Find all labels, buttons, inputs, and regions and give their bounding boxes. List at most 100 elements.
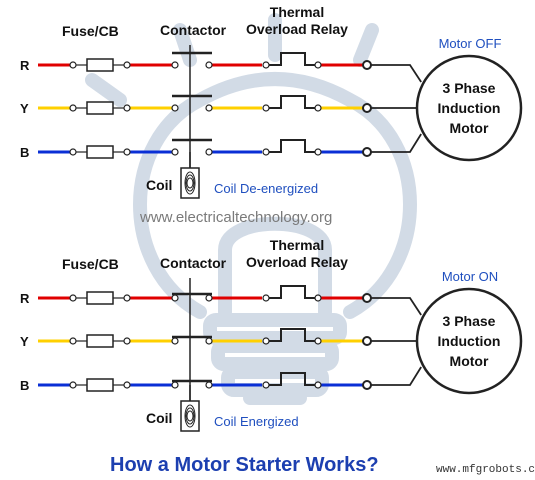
terminal-dot — [314, 61, 322, 69]
coil-winding — [184, 171, 196, 195]
terminal-dot — [205, 337, 213, 345]
terminal-dot — [171, 381, 179, 389]
thermal-header-line1: Thermal — [270, 4, 324, 20]
coil-icon — [180, 400, 200, 432]
motor-lead — [371, 297, 422, 316]
phase-label: B — [20, 145, 29, 160]
phase-label: R — [20, 291, 30, 306]
fuse-icon — [86, 58, 114, 72]
thermal-header-line2: Overload Relay — [246, 254, 348, 270]
coil-winding — [184, 404, 196, 428]
terminal-dot — [69, 148, 77, 156]
phase-label: Y — [20, 101, 29, 116]
thermal-relay-icon — [269, 52, 317, 66]
terminal-dot — [171, 337, 179, 345]
terminal-dot — [123, 337, 131, 345]
source-credit: www.mfgrobots.com — [436, 464, 535, 476]
terminal-dot — [205, 381, 213, 389]
coil-icon — [180, 167, 200, 199]
coil-label: Coil — [146, 177, 172, 193]
terminal-dot — [171, 61, 179, 69]
terminal-dot — [314, 148, 322, 156]
terminal-dot — [69, 61, 77, 69]
terminal-dot — [69, 294, 77, 302]
motor-status-label: Motor OFF — [439, 36, 502, 51]
terminal-dot — [314, 294, 322, 302]
fuse-icon — [86, 378, 114, 392]
terminal-dot — [205, 294, 213, 302]
terminal-dot — [69, 337, 77, 345]
coil-body — [180, 167, 200, 199]
terminal-dot — [262, 148, 270, 156]
terminal-dot — [262, 294, 270, 302]
motor-icon — [415, 54, 523, 162]
terminal-dot — [123, 61, 131, 69]
motor-text-line2: Induction — [438, 333, 501, 349]
motor-terminal — [362, 103, 372, 113]
motor-text-line3: Motor — [450, 353, 489, 369]
terminal-dot — [123, 381, 131, 389]
phase-row-b: B — [20, 366, 422, 393]
coil-winding — [186, 410, 194, 422]
terminal-dot — [171, 294, 179, 302]
fuse-icon — [86, 145, 114, 159]
thermal-header-line2: Overload Relay — [246, 21, 348, 37]
phase-label: B — [20, 378, 29, 393]
motor-text-line3: Motor — [450, 120, 489, 136]
motor-status-label: Motor ON — [442, 269, 498, 284]
phase-row-r: R — [20, 51, 422, 83]
fuse-icon — [86, 101, 114, 115]
contactor-header: Contactor — [160, 255, 227, 271]
coil-winding — [185, 174, 195, 192]
phase-row-b: B — [20, 133, 422, 160]
motor-terminal — [362, 60, 372, 70]
terminal-dot — [123, 294, 131, 302]
phase-label: Y — [20, 334, 29, 349]
terminal-dot — [262, 104, 270, 112]
fuse-header: Fuse/CB — [62, 256, 119, 272]
coil-status-label: Coil De-energized — [214, 181, 318, 196]
motor-icon — [415, 287, 523, 395]
terminal-dot — [171, 148, 179, 156]
thermal-relay-icon — [269, 95, 317, 109]
motor-terminal — [362, 147, 372, 157]
motor-lead — [371, 133, 422, 153]
terminal-dot — [314, 337, 322, 345]
motor-terminal — [362, 336, 372, 346]
watermark-url: www.electricaltechnology.org — [139, 209, 332, 226]
terminal-dot — [123, 148, 131, 156]
terminal-dot — [314, 381, 322, 389]
thermal-relay-icon — [269, 285, 317, 299]
motor-text-line2: Induction — [438, 100, 501, 116]
terminal-dot — [205, 148, 213, 156]
coil-label: Coil — [146, 410, 172, 426]
thermal-header-line1: Thermal — [270, 237, 324, 253]
fuse-icon — [86, 334, 114, 348]
motor-lead — [371, 64, 422, 83]
coil-winding — [185, 407, 195, 425]
phase-row-r: R — [20, 285, 422, 316]
phase-row-y: Y — [20, 94, 422, 116]
motor-terminal — [362, 380, 372, 390]
coil-winding — [186, 177, 194, 189]
terminal-dot — [314, 104, 322, 112]
page-title: How a Motor Starter Works? — [110, 454, 379, 476]
terminal-dot — [69, 104, 77, 112]
terminal-dot — [171, 104, 179, 112]
thermal-relay-icon — [269, 372, 317, 386]
terminal-dot — [123, 104, 131, 112]
motor-text-line1: 3 Phase — [443, 80, 496, 96]
motor-text-line1: 3 Phase — [443, 313, 496, 329]
contactor-header: Contactor — [160, 22, 227, 38]
terminal-dot — [262, 61, 270, 69]
terminal-dot — [205, 61, 213, 69]
coil-status-label: Coil Energized — [214, 414, 299, 429]
thermal-relay-icon — [269, 328, 317, 342]
fuse-icon — [86, 291, 114, 305]
motor-terminal — [362, 293, 372, 303]
fuse-header: Fuse/CB — [62, 23, 119, 39]
coil-body — [180, 400, 200, 432]
